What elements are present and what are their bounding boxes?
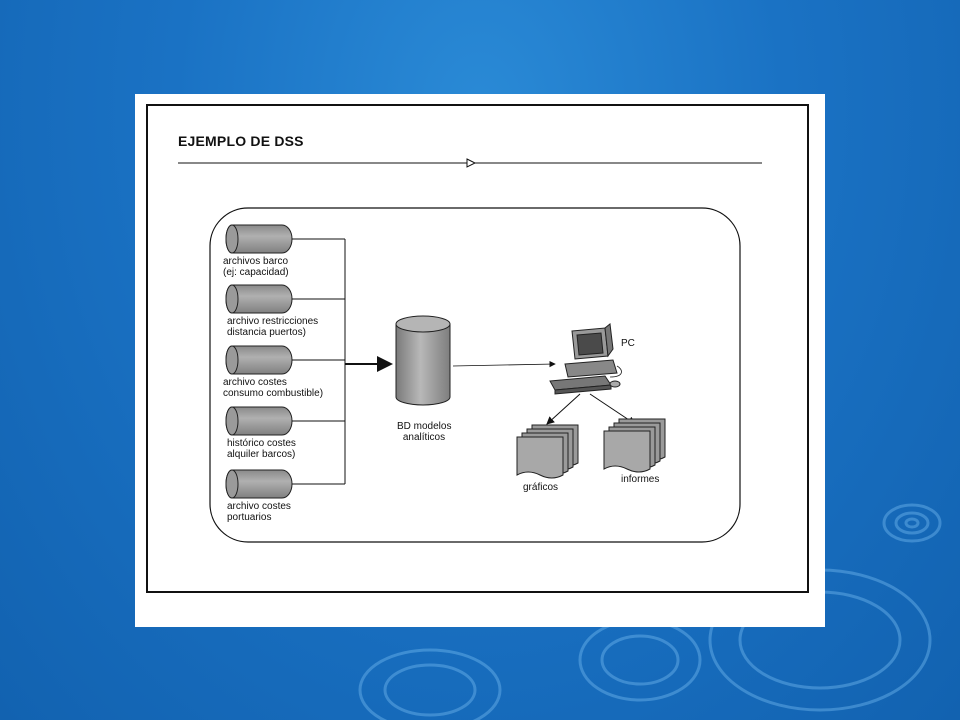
reports-document-stack-icon	[603, 418, 666, 473]
pc-label: PC	[621, 338, 635, 349]
reports-label: informes	[621, 474, 660, 485]
source-file-2-icon	[225, 284, 293, 314]
database-icon	[395, 315, 451, 406]
source-label-2-line2: distancia puertos)	[227, 327, 306, 338]
pc-icon	[549, 323, 622, 395]
source-file-5-icon	[225, 469, 293, 499]
source-label-1: archivos barco (ej: capacidad)	[223, 256, 289, 278]
source-label-4-line1: histórico costes	[227, 438, 296, 449]
slide-figure: EJEMPLO DE DSS	[135, 94, 825, 627]
source-label-5-line1: archivo costes	[227, 501, 291, 512]
source-file-1-icon	[225, 224, 293, 254]
source-file-4-icon	[225, 406, 293, 436]
source-label-1-line1: archivos barco	[223, 256, 289, 267]
source-label-5-line2: portuarios	[227, 512, 272, 523]
database-label-line2: analíticos	[402, 432, 446, 443]
database-to-pc-arrow	[452, 360, 556, 368]
source-label-1-line2: (ej: capacidad)	[223, 267, 289, 278]
graphs-document-stack-icon	[516, 424, 579, 479]
figure-border	[146, 104, 809, 593]
source-label-5: archivo costes portuarios	[227, 501, 291, 523]
source-file-3-icon	[225, 345, 293, 375]
source-connectors	[292, 238, 346, 485]
database-label-line1: BD modelos	[397, 421, 452, 432]
source-files	[225, 224, 293, 499]
title-rule	[178, 158, 762, 168]
source-label-4-line2: alquiler barcos)	[227, 449, 296, 460]
figure-title: EJEMPLO DE DSS	[178, 133, 304, 149]
source-label-2-line1: archivo restricciones	[227, 316, 319, 327]
source-label-4: histórico costes alquiler barcos)	[227, 438, 296, 460]
dss-diagram	[178, 158, 762, 543]
graphs-label: gráficos	[523, 482, 559, 493]
source-label-3: archivo costes consumo combustible)	[223, 377, 323, 399]
source-label-2: archivo restricciones distancia puertos)	[227, 316, 318, 338]
source-label-3-line1: archivo costes	[223, 377, 287, 388]
database-label: BD modelos analíticos	[397, 421, 451, 443]
source-label-3-line2: consumo combustible)	[223, 388, 324, 399]
system-boundary	[209, 207, 741, 543]
